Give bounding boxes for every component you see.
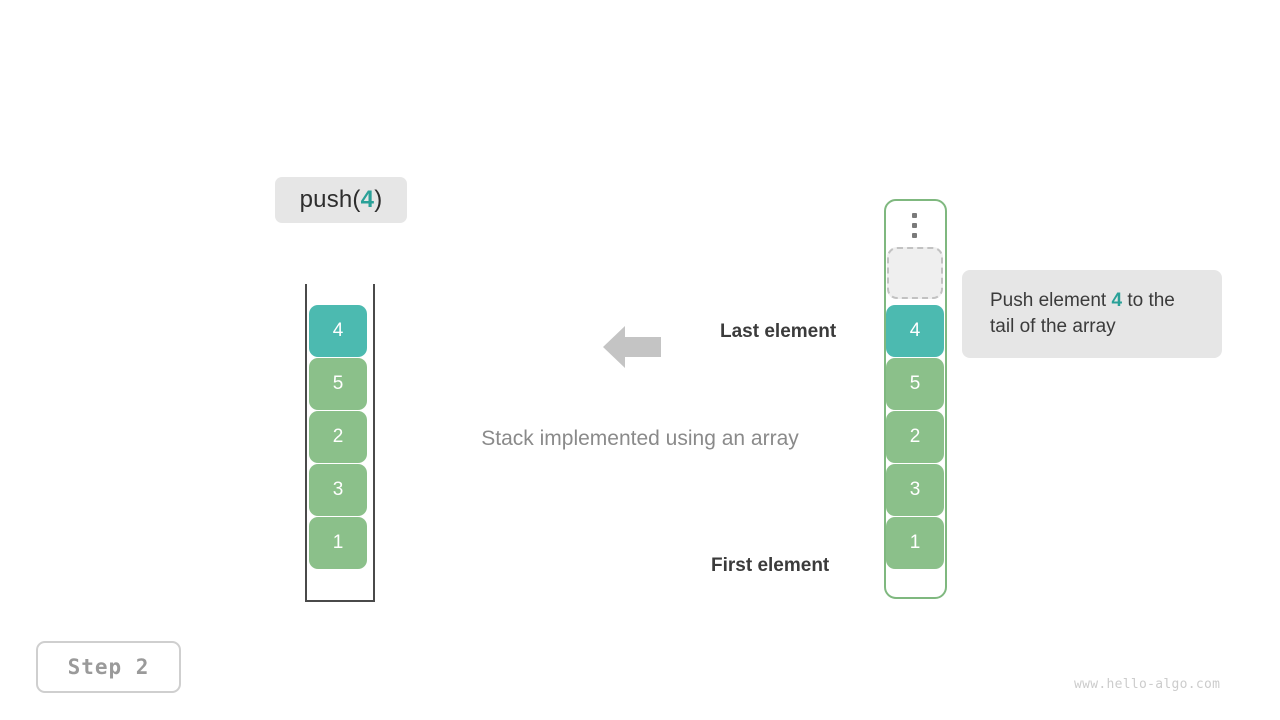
last-element-label: Last element [720, 321, 837, 342]
watermark: www.hello-algo.com [1074, 677, 1221, 692]
array-cell-list: 4 5 2 3 1 [886, 305, 946, 569]
array-cell: 4 [886, 305, 944, 357]
operation-label: push(4) [275, 177, 407, 223]
array-cell: 2 [886, 411, 944, 463]
tooltip-callout: Push element 4 to the tail of the array [962, 270, 1222, 358]
stack-container-outline [305, 284, 375, 602]
array-cell: 1 [886, 517, 944, 569]
stack-cell: 1 [309, 517, 367, 569]
stack-caption: Stack implemented using an array [481, 427, 799, 450]
vertical-ellipsis-icon [911, 213, 918, 238]
ellipsis-dot [912, 223, 917, 228]
tooltip-text-after: to the tail of the array [990, 290, 1175, 337]
operation-suffix: ) [374, 186, 383, 213]
array-empty-slot [887, 247, 943, 299]
stack-cell: 3 [309, 464, 367, 516]
tooltip-accent-value: 4 [1111, 290, 1123, 311]
operation-prefix: push( [299, 186, 361, 213]
operation-argument: 4 [360, 186, 375, 213]
first-element-label: First element [711, 555, 830, 576]
ellipsis-dot [912, 233, 917, 238]
step-badge: Step 2 [36, 641, 181, 693]
stack-cell: 4 [309, 305, 367, 357]
array-cell: 3 [886, 464, 944, 516]
left-arrow-icon [603, 326, 661, 368]
stack-cell: 5 [309, 358, 367, 410]
stack-cell-list: 4 5 2 3 1 [309, 305, 371, 569]
tooltip-text-before: Push element [990, 290, 1112, 311]
array-container-outline [884, 199, 947, 599]
ellipsis-dot [912, 213, 917, 218]
array-cell: 5 [886, 358, 944, 410]
stack-cell: 2 [309, 411, 367, 463]
